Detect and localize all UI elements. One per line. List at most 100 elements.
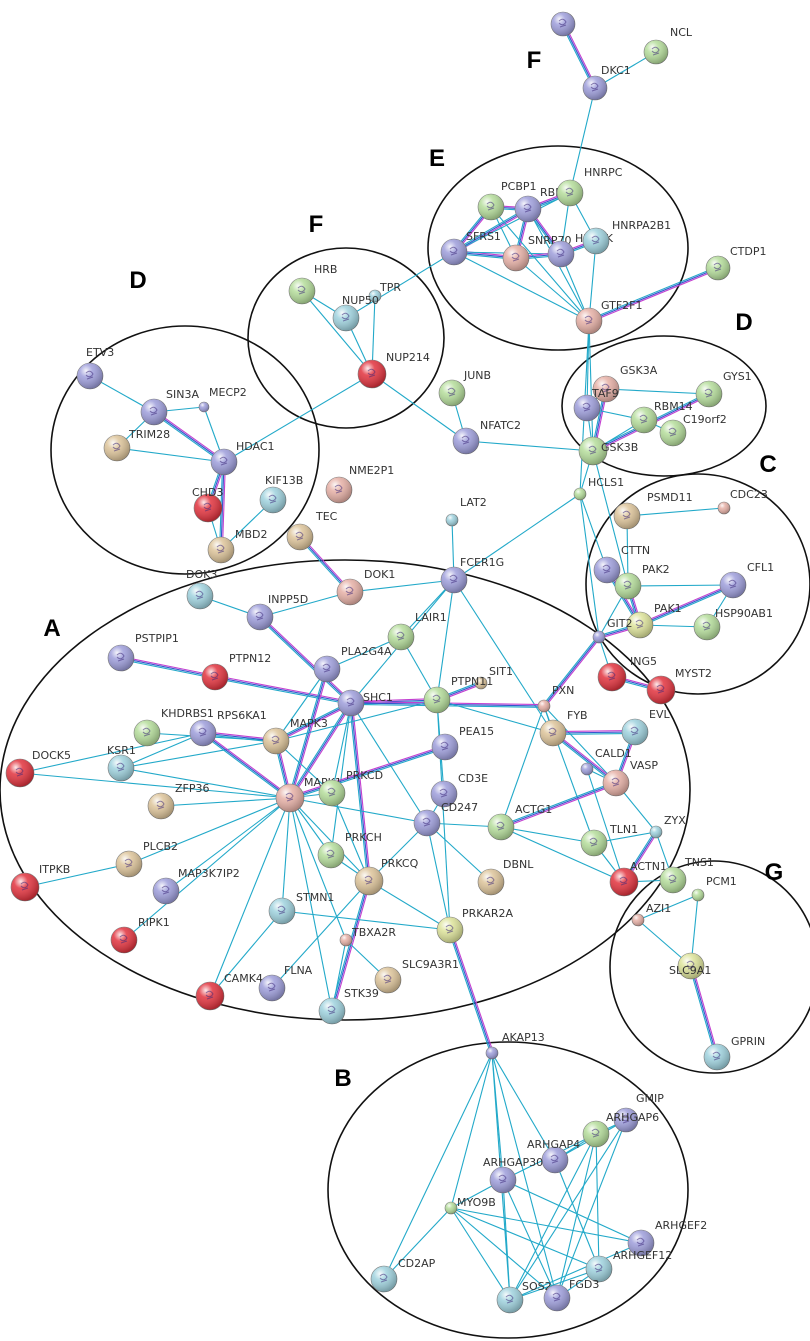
node-tln1[interactable]: TLN1 — [580, 823, 638, 857]
node-c19orf2[interactable]: C19orf2 — [659, 413, 727, 447]
node-mbd2[interactable]: MBD2 — [207, 528, 268, 564]
node-cd3e[interactable]: CD3E — [430, 772, 488, 808]
node-cald1[interactable]: CALD1 — [580, 747, 632, 776]
node-slc9a1[interactable]: SLC9A1 — [669, 952, 711, 980]
node-dbnl[interactable]: DBNL — [477, 858, 534, 896]
node-dock5[interactable]: DOCK5 — [5, 749, 71, 788]
node-azi1[interactable]: AZI1 — [631, 902, 671, 927]
node-mapk1[interactable]: MAPK1 — [275, 776, 342, 813]
node-arhgef12[interactable]: ARHGEF12 — [585, 1249, 672, 1283]
node-hdac1[interactable]: HDAC1 — [210, 440, 275, 476]
node-pstpip1[interactable]: PSTPIP1 — [107, 632, 179, 672]
node-plcb2[interactable]: PLCB2 — [115, 840, 178, 878]
node-evl[interactable]: EVL — [621, 708, 670, 746]
node-tec[interactable]: TEC — [286, 510, 338, 551]
node-pcbp1[interactable]: PCBP1 — [477, 180, 537, 221]
node-arhgap6[interactable]: ARHGAP6 — [582, 1111, 659, 1148]
node-sin3a[interactable]: SIN3A — [140, 388, 199, 426]
node-myst2[interactable]: MYST2 — [646, 667, 712, 705]
node-ksr1[interactable]: KSR1 — [107, 744, 136, 782]
node-gmip[interactable]: GMIP — [613, 1092, 664, 1133]
node-itpkb[interactable]: ITPKB — [10, 863, 70, 902]
node-pcm1[interactable]: PCM1 — [691, 875, 737, 902]
node-myo9b[interactable]: MYO9B — [444, 1196, 496, 1215]
node-tns1[interactable]: TNS1 — [659, 856, 714, 894]
node-zyx[interactable]: ZYX — [649, 814, 686, 839]
node-hrb[interactable]: HRB — [288, 263, 337, 305]
node-pla2g4a[interactable]: PLA2G4A — [313, 645, 392, 683]
node-sfrs1[interactable]: SFRS1 — [440, 230, 501, 266]
node-pak2[interactable]: PAK2 — [614, 563, 670, 600]
node-slc9a3r1[interactable]: SLC9A3R1 — [374, 958, 459, 994]
node-arhgap4[interactable]: ARHGAP4 — [527, 1138, 580, 1174]
node-hnrpa2b1[interactable]: HNRPA2B1 — [582, 219, 671, 255]
node-hnrpc[interactable]: HNRPC — [556, 166, 623, 207]
node-arhgef2[interactable]: ARHGEF2 — [627, 1219, 707, 1257]
node-hcls1[interactable]: HCLS1 — [573, 476, 624, 501]
node-dok1[interactable]: DOK1 — [336, 568, 395, 606]
node-dok3[interactable]: DOK3 — [186, 568, 217, 610]
node-nup214[interactable]: NUP214 — [357, 351, 430, 389]
node-gprin[interactable]: GPRIN — [703, 1035, 765, 1071]
node-nme2p1[interactable]: NME2P1 — [325, 464, 394, 504]
node-cd247[interactable]: CD247 — [413, 801, 478, 837]
node-fcer1g[interactable]: FCER1G — [440, 556, 504, 594]
node-lair1[interactable]: LAIR1 — [387, 611, 447, 651]
node-khdrbs1[interactable]: KHDRBS1 — [133, 707, 214, 747]
node-cfl1[interactable]: CFL1 — [719, 561, 774, 599]
node-ing5[interactable]: ING5 — [597, 655, 657, 692]
node-gtf2f1[interactable]: GTF2F1 — [575, 299, 643, 335]
node-stmn1[interactable]: STMN1 — [268, 891, 334, 925]
node-shc1[interactable]: SHC1 — [337, 689, 393, 717]
node-sos2[interactable]: SOS2 — [496, 1280, 552, 1314]
node-actg1[interactable]: ACTG1 — [487, 803, 552, 841]
node-rbmx[interactable]: RBMX — [514, 186, 573, 223]
node-mecp2[interactable]: MECP2 — [198, 386, 247, 413]
node-trim28[interactable]: TRIM28 — [103, 428, 170, 462]
node-cd2ap[interactable]: CD2AP — [370, 1257, 436, 1293]
node-ptpn11[interactable]: PTPN11 — [423, 675, 493, 714]
node-fyb[interactable]: FYB — [539, 709, 588, 747]
node-zfp36[interactable]: ZFP36 — [147, 782, 210, 820]
node-ncl[interactable]: NCL — [643, 26, 693, 65]
node-mapk3[interactable]: MAPK3 — [262, 717, 328, 755]
node-fgd3[interactable]: FGD3 — [543, 1278, 599, 1312]
node-actn1[interactable]: ACTN1 — [609, 860, 667, 897]
node-tbxa2r[interactable]: TBXA2R — [339, 926, 396, 947]
node-hsp90ab1[interactable]: HSP90AB1 — [693, 607, 773, 641]
node-nup50[interactable]: NUP50 — [332, 294, 379, 332]
node-lat2[interactable]: LAT2 — [445, 496, 487, 527]
node-rbm14[interactable]: RBM14 — [630, 400, 693, 434]
node-cttn[interactable]: CTTN — [593, 544, 650, 584]
node-psmd11[interactable]: PSMD11 — [613, 491, 693, 530]
node-prkch[interactable]: PRKCH — [317, 831, 382, 869]
node-prkcq[interactable]: PRKCQ — [354, 857, 419, 896]
node-sit1[interactable]: SIT1 — [474, 665, 513, 690]
node-gsk3b[interactable]: GSK3B — [578, 436, 638, 466]
node-stk39[interactable]: STK39 — [318, 987, 379, 1025]
node-gys1[interactable]: GYS1 — [695, 370, 752, 408]
node-arhgap30[interactable]: ARHGAP30 — [483, 1156, 543, 1194]
node-vasp[interactable]: VASP — [602, 759, 658, 797]
node-junb[interactable]: JUNB — [438, 369, 491, 407]
node-pxn[interactable]: PXN — [537, 684, 574, 713]
node-pea15[interactable]: PEA15 — [431, 725, 494, 761]
node-kif13b[interactable]: KIF13B — [259, 474, 303, 514]
node-gsk3a[interactable]: GSK3A — [592, 364, 658, 403]
node-cdc23[interactable]: CDC23 — [717, 488, 768, 515]
node-git2[interactable]: GIT2 — [592, 617, 633, 644]
node-chd3[interactable]: CHD3 — [192, 486, 223, 523]
node-etv3[interactable]: ETV3 — [76, 346, 114, 390]
node-nol5a[interactable]: NOL5A — [550, 0, 609, 37]
node-prkar2a[interactable]: PRKAR2A — [436, 907, 513, 944]
node-ptpn12[interactable]: PTPN12 — [201, 652, 271, 691]
node-camk4[interactable]: CAMK4 — [195, 972, 263, 1011]
node-rps6ka1[interactable]: RPS6KA1 — [189, 709, 267, 747]
node-flna[interactable]: FLNA — [258, 964, 313, 1002]
node-pak1[interactable]: PAK1 — [626, 602, 682, 639]
node-map3k7ip2[interactable]: MAP3K7IP2 — [152, 867, 240, 905]
node-prkcd[interactable]: PRKCD — [318, 769, 383, 807]
node-inpp5d[interactable]: INPP5D — [246, 593, 308, 631]
node-tpr[interactable]: TPR — [368, 281, 401, 303]
node-akap13[interactable]: AKAP13 — [485, 1031, 545, 1060]
